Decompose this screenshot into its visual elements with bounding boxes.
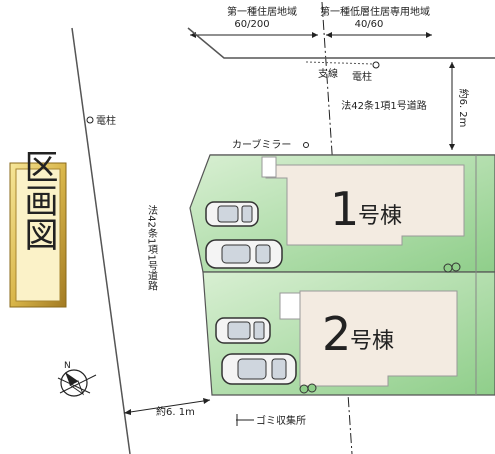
- lot-1-suffix: 号棟: [358, 204, 402, 229]
- building-1: [265, 164, 465, 246]
- building-2: [299, 290, 458, 387]
- compass-icon: N: [57, 361, 97, 397]
- lot-1-number: 1: [330, 182, 359, 236]
- road-left-width: 約6. 1m: [156, 405, 195, 418]
- building-1-porch: [261, 156, 277, 178]
- car-icon: [205, 239, 283, 269]
- building-2-porch: [279, 292, 301, 320]
- curve-mirror-icon: [303, 142, 309, 148]
- zone-left-ratio: 60/200: [234, 19, 269, 30]
- pole-left-label: 電柱: [96, 114, 116, 127]
- car-icon: [215, 317, 271, 344]
- lot-2-number: 2: [322, 307, 351, 361]
- pole-top-icon: [372, 61, 380, 69]
- top-road-edge-upper: [187, 27, 495, 59]
- road-top-label: 法42条1項1号道路: [341, 99, 426, 112]
- garbage-label: ゴミ収集所: [256, 414, 306, 427]
- pole-left-icon: [86, 116, 94, 124]
- lot-2-suffix: 号棟: [350, 329, 394, 354]
- curve-mirror-label: カーブミラー: [232, 138, 291, 151]
- zone-right-name: 第一種低層住居専用地域: [320, 5, 430, 18]
- road-left-label-group: 法42条1項1号道路: [146, 204, 158, 291]
- road-left-width-arrow: [123, 399, 211, 414]
- badge-label: 区画図: [18, 149, 58, 251]
- zone-boundary-line: [321, 1, 353, 454]
- road-top-width: 約6. 2m: [457, 89, 470, 128]
- pole-top-label: 電柱: [352, 70, 372, 83]
- car-icon: [205, 201, 259, 227]
- guy-wire-line: [305, 61, 375, 65]
- badge: 区画図: [9, 149, 67, 308]
- zone-left-name: 第一種住居地域: [227, 5, 297, 18]
- road-left-label: 法42条1項1号道路: [146, 204, 158, 291]
- guy-wire-label: 支線: [318, 67, 338, 80]
- shrub-icon: [299, 383, 317, 394]
- car-icon: [221, 353, 297, 385]
- zone-right-ratio: 40/60: [355, 19, 384, 30]
- left-road-edge-outer: [71, 27, 131, 454]
- compass-north: N: [64, 361, 71, 371]
- shrub-icon: [443, 262, 461, 273]
